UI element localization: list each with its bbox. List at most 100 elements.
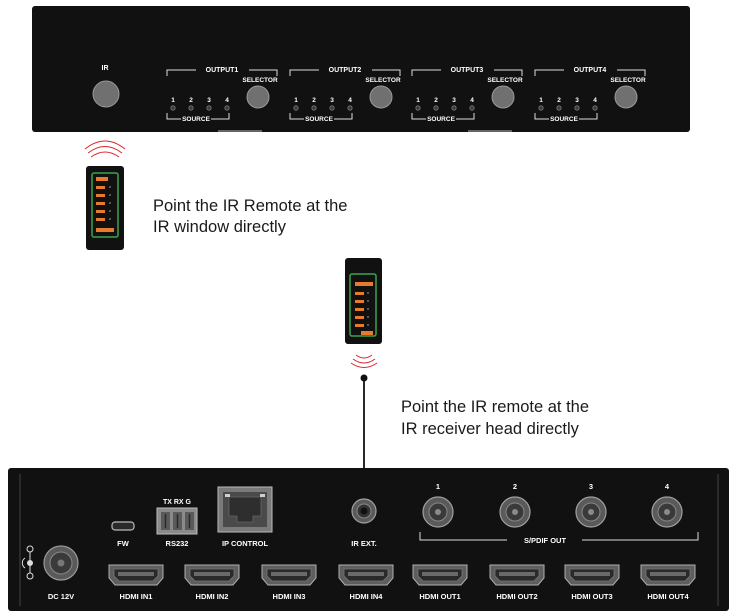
source-led-indicator bbox=[538, 105, 544, 111]
spdif-port-core bbox=[512, 509, 518, 515]
source-bracket bbox=[456, 113, 475, 120]
spdif-port-core bbox=[435, 509, 441, 515]
source-led-indicator bbox=[329, 105, 335, 111]
remote-buttons bbox=[355, 282, 373, 335]
rs232-label: RS232 bbox=[166, 539, 189, 548]
source-led-indicator bbox=[415, 105, 421, 111]
front-caption-line2: IR window directly bbox=[153, 218, 287, 236]
front-panel-body bbox=[32, 6, 690, 132]
ir-remote-rear bbox=[345, 258, 382, 368]
rear-caption-line1: Point the IR remote at the bbox=[401, 398, 589, 416]
spdif-number: 4 bbox=[665, 482, 670, 491]
spdif-port-4: 4 bbox=[651, 482, 683, 528]
hdmi-port-pins bbox=[499, 572, 535, 576]
hdmi-port-pins bbox=[574, 572, 610, 576]
remote-button-frame bbox=[349, 273, 377, 337]
remote-dots bbox=[109, 186, 111, 220]
source-label: SOURCE bbox=[550, 116, 578, 123]
hdmi-port-pins bbox=[271, 572, 307, 576]
spdif-port-1: 1 bbox=[422, 482, 454, 528]
selector-button[interactable] bbox=[246, 85, 270, 109]
spdif-port-core bbox=[588, 509, 594, 515]
source-led-number: 2 bbox=[557, 97, 561, 104]
hdmi-port-5: HDMI OUT1 bbox=[412, 564, 468, 601]
source-bracket bbox=[411, 113, 426, 120]
source-label: SOURCE bbox=[427, 116, 455, 123]
remote-button-frame bbox=[91, 172, 119, 238]
ip-control-label: IP CONTROL bbox=[222, 539, 269, 548]
source-led-number: 1 bbox=[171, 97, 175, 104]
hdmi-port-label: HDMI IN3 bbox=[273, 592, 306, 601]
ir-signal-waves-icon bbox=[84, 140, 126, 158]
output-bracket bbox=[411, 69, 441, 76]
rear-panel: DC 12V FW TX RX G RS232 IP CONTROL bbox=[8, 468, 729, 611]
fw-label: FW bbox=[117, 539, 130, 548]
output-bracket bbox=[617, 69, 646, 76]
fw-usb-port bbox=[111, 521, 135, 531]
source-led-indicator bbox=[188, 105, 194, 111]
ir-window bbox=[92, 80, 120, 108]
selector-button[interactable] bbox=[614, 85, 638, 109]
remote-dots bbox=[367, 292, 369, 326]
source-led-number: 4 bbox=[593, 97, 597, 104]
selector-label: SELECTOR bbox=[610, 77, 646, 84]
source-led-indicator bbox=[347, 105, 353, 111]
rs232-pin-labels: TX RX G bbox=[163, 499, 192, 506]
hdmi-port-pins bbox=[650, 572, 686, 576]
dc-power-jack bbox=[43, 545, 79, 581]
selector-label: SELECTOR bbox=[242, 77, 278, 84]
spdif-number: 2 bbox=[513, 482, 517, 491]
dc-label: DC 12V bbox=[48, 592, 74, 601]
source-led-number: 3 bbox=[330, 97, 334, 104]
output-bracket bbox=[289, 69, 319, 76]
source-led-number: 3 bbox=[207, 97, 211, 104]
hdmi-port-label: HDMI OUT4 bbox=[647, 592, 689, 601]
hdmi-port-label: HDMI IN1 bbox=[120, 592, 153, 601]
source-led-number: 4 bbox=[470, 97, 474, 104]
hdmi-port-6: HDMI OUT2 bbox=[489, 564, 545, 601]
source-led-indicator bbox=[451, 105, 457, 111]
source-bracket bbox=[579, 113, 598, 120]
rear-caption-line2: IR receiver head directly bbox=[401, 420, 580, 438]
ir-remote-front bbox=[84, 140, 126, 250]
source-led-number: 1 bbox=[539, 97, 543, 104]
hdmi-port-label: HDMI OUT3 bbox=[571, 592, 612, 601]
source-led-number: 3 bbox=[452, 97, 456, 104]
remote-body bbox=[86, 166, 124, 250]
spdif-bracket-left bbox=[419, 532, 507, 541]
selector-button[interactable] bbox=[491, 85, 515, 109]
spdif-number: 1 bbox=[436, 482, 440, 491]
source-led-indicator bbox=[469, 105, 475, 111]
source-led-indicator bbox=[311, 105, 317, 111]
output-bracket bbox=[372, 69, 401, 76]
output-title: OUTPUT1 bbox=[206, 67, 239, 74]
output-bracket bbox=[249, 69, 278, 76]
ir-ext-jack bbox=[351, 498, 377, 524]
spdif-bracket-right bbox=[582, 532, 699, 541]
rs232-terminal-block bbox=[156, 507, 198, 535]
source-led-number: 1 bbox=[416, 97, 420, 104]
spdif-port-core bbox=[664, 509, 670, 515]
remote-buttons bbox=[96, 177, 114, 232]
source-led-indicator bbox=[206, 105, 212, 111]
source-led-number: 4 bbox=[348, 97, 352, 104]
source-bracket bbox=[534, 113, 549, 120]
hdmi-port-1: HDMI IN1 bbox=[108, 564, 164, 601]
source-led-indicator bbox=[293, 105, 299, 111]
hdmi-port-pins bbox=[194, 572, 230, 576]
source-led-indicator bbox=[433, 105, 439, 111]
spdif-port-2: 2 bbox=[499, 482, 531, 528]
source-led-indicator bbox=[224, 105, 230, 111]
hdmi-port-label: HDMI IN4 bbox=[350, 592, 384, 601]
selector-button[interactable] bbox=[369, 85, 393, 109]
source-led-indicator bbox=[556, 105, 562, 111]
hdmi-port-4: HDMI IN4 bbox=[338, 564, 394, 601]
output-title: OUTPUT4 bbox=[574, 67, 607, 74]
source-led-number: 2 bbox=[312, 97, 316, 104]
